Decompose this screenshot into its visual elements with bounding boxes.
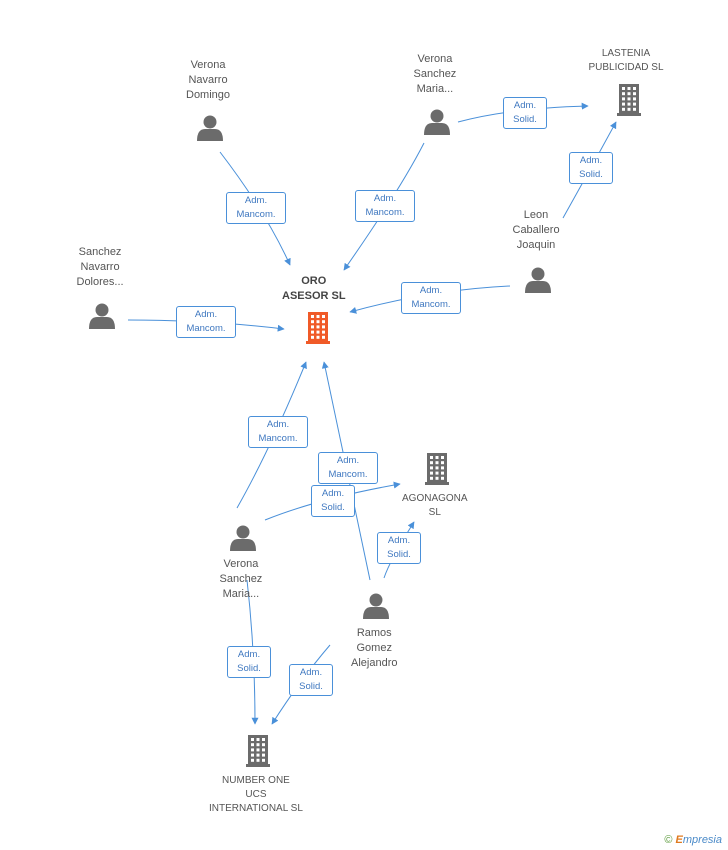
node-label-line: ASESOR SL <box>282 290 346 302</box>
edge-label-line: Adm. <box>387 535 411 546</box>
node-label-line: AGONAGONA <box>402 493 468 504</box>
edge-label-line: Adm. <box>513 100 537 111</box>
node-label-line: Leon <box>523 209 549 221</box>
edge-label-line: Solid. <box>321 502 345 513</box>
edge-label-line: Adm. <box>237 649 261 660</box>
edge-label-verona_sm_bottom-to-number_one[interactable]: Adm. Solid. <box>227 646 271 678</box>
node-label-line: Alejandro <box>351 657 398 669</box>
brand-name: mpresia <box>682 834 722 846</box>
oro-building-icon[interactable] <box>306 312 330 344</box>
edge-label-verona_sm_top-to-lastenia[interactable]: Adm. Solid. <box>503 97 547 129</box>
edge-label-ramos-to-agonagona[interactable]: Adm. Solid. <box>377 532 421 564</box>
edge-label-line: Solid. <box>579 169 603 180</box>
node-label-line: Dolores... <box>76 276 124 288</box>
node-label-line: Sanchez <box>413 68 457 80</box>
node-label-line: LASTENIA <box>601 48 651 59</box>
node-label-line: Gomez <box>356 642 392 654</box>
node-label-line: Sanchez <box>219 573 263 585</box>
node-label-line: Sanchez <box>78 246 122 258</box>
edge-label-line: Adm. <box>419 285 443 296</box>
edge-label-line: Mancom. <box>186 323 226 334</box>
edge-label-line: Mancom. <box>258 433 298 444</box>
empresia-watermark[interactable]: © Empresia <box>664 834 722 846</box>
edge-label-sanchez_nd-to-oro[interactable]: Adm. Mancom. <box>176 306 236 338</box>
oro-label[interactable]: ORO ASESOR SL <box>282 274 346 304</box>
node-label-line: Caballero <box>512 224 560 236</box>
node-label-line: Navarro <box>188 74 228 86</box>
node-label-line: Maria... <box>416 83 454 95</box>
number_one-building-icon[interactable] <box>246 735 270 767</box>
ramos-person-icon[interactable] <box>363 593 389 620</box>
edge-label-line: Mancom. <box>365 207 405 218</box>
edge-label-line: Mancom. <box>328 469 368 480</box>
edge-label-line: Adm. <box>336 455 360 466</box>
edge-label-leon-to-oro[interactable]: Adm. Mancom. <box>401 282 461 314</box>
node-label-line: ORO <box>301 275 327 287</box>
node-label-line: Joaquin <box>516 239 556 251</box>
brand-initial: E <box>675 834 683 846</box>
node-label-line: Verona <box>223 558 259 570</box>
edge-label-line: Mancom. <box>411 299 451 310</box>
node-label-line: Verona <box>190 59 226 71</box>
node-label-line: NUMBER ONE <box>222 775 290 786</box>
node-label-line: Navarro <box>80 261 120 273</box>
edge-label-line: Solid. <box>237 663 261 674</box>
node-label-line: SL <box>428 507 441 518</box>
edge-label-line: Adm. <box>266 419 290 430</box>
verona_sm_top-person-icon[interactable] <box>424 109 450 136</box>
edge-label-line: Adm. <box>373 193 397 204</box>
edge-label-line: Solid. <box>299 681 323 692</box>
edge-label-line: Adm. <box>321 488 345 499</box>
edge-label-verona_sm_bottom-to-oro[interactable]: Adm. Mancom. <box>248 416 308 448</box>
edge-label-ramos-to-number_one[interactable]: Adm. Solid. <box>289 664 333 696</box>
edge-label-line: Adm. <box>244 195 268 206</box>
lastenia-label[interactable]: LASTENIA PUBLICIDAD SL <box>589 47 664 75</box>
edge-label-line: Adm. <box>579 155 603 166</box>
node-label-line: Maria... <box>222 588 260 600</box>
edge-label-line: Mancom. <box>236 209 276 220</box>
copyright-symbol: © <box>664 834 673 846</box>
sanchez_nd-person-icon[interactable] <box>89 303 115 330</box>
node-label-line: Domingo <box>186 89 231 101</box>
verona_sm_bottom-person-icon[interactable] <box>230 525 256 552</box>
edge-label-line: Solid. <box>513 114 537 125</box>
edge-label-verona_sm_bottom-to-agonagona[interactable]: Adm. Solid. <box>311 485 355 517</box>
node-label-line: UCS <box>245 789 267 800</box>
number_one-label[interactable]: NUMBER ONE UCS INTERNATIONAL SL <box>209 774 303 816</box>
agonagona-building-icon[interactable] <box>425 453 449 485</box>
node-label-line: INTERNATIONAL SL <box>209 803 303 814</box>
edge-label-verona_sm_top-to-oro[interactable]: Adm. Mancom. <box>355 190 415 222</box>
lastenia-building-icon[interactable] <box>617 84 641 116</box>
node-label-line: Verona <box>417 53 453 65</box>
edge-label-leon-to-lastenia[interactable]: Adm. Solid. <box>569 152 613 184</box>
edge-label-ramos-to-oro[interactable]: Adm. Mancom. <box>318 452 378 484</box>
edge-label-line: Adm. <box>299 667 323 678</box>
verona_nd-person-icon[interactable] <box>197 115 223 142</box>
node-label-line: PUBLICIDAD SL <box>588 62 664 73</box>
edge-label-line: Adm. <box>194 309 218 320</box>
edge-label-line: Solid. <box>387 549 411 560</box>
edge-label-verona_nd-to-oro[interactable]: Adm. Mancom. <box>226 192 286 224</box>
icons-layer <box>89 84 641 767</box>
agonagona-label[interactable]: AGONAGONA SL <box>402 492 468 520</box>
node-label-line: Ramos <box>356 627 392 639</box>
leon-person-icon[interactable] <box>525 267 551 294</box>
